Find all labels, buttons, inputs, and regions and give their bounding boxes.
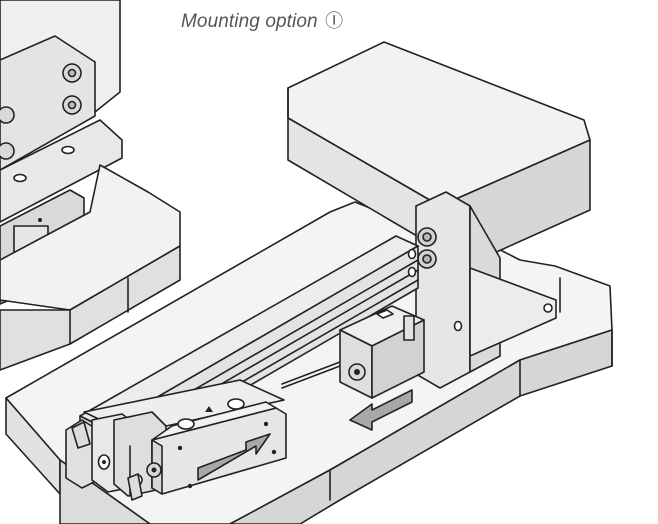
mounting-option-number: Ⓘ	[325, 11, 344, 31]
left-example	[0, 0, 181, 371]
head-cover-screws	[177, 421, 277, 489]
bracket-foot	[469, 267, 557, 357]
bracket-screws	[417, 227, 437, 269]
head-cover-top	[151, 401, 277, 441]
head-mount-foot	[71, 421, 91, 449]
left-shelf-hole	[13, 173, 27, 183]
traverse-direction-arrow	[349, 389, 413, 431]
left-bracket-screws	[0, 63, 82, 160]
bracket-hole	[453, 320, 463, 332]
bracket-foot-hole	[543, 303, 553, 313]
left-shelf-hole	[61, 145, 75, 155]
left-shelf	[0, 119, 123, 223]
head-top-hole	[227, 398, 245, 410]
cable	[281, 361, 341, 385]
left-head-screw	[38, 218, 42, 222]
caption-text: Mounting option	[181, 11, 318, 32]
head-mount-foot	[127, 473, 143, 501]
scale-mount-hole	[407, 266, 417, 278]
carriage-top-hole	[376, 309, 394, 319]
head-top-hole	[177, 418, 195, 430]
carriage-side-plate	[403, 315, 415, 341]
main-example	[5, 41, 613, 524]
reference-mark-triangle	[205, 406, 213, 412]
caption: Mounting option Ⓘ	[181, 7, 343, 33]
scale-mount-hole	[407, 248, 417, 260]
head-direction-arrow	[197, 433, 271, 481]
